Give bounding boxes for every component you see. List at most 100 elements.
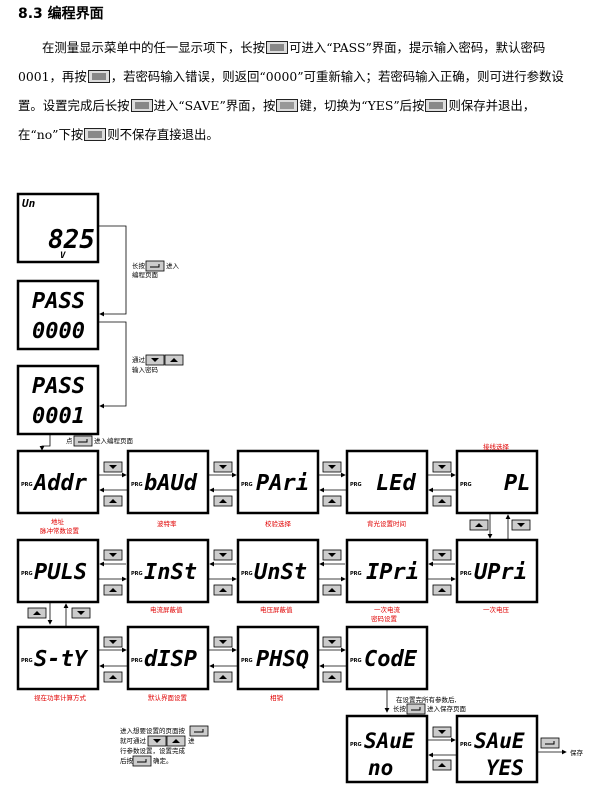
para-text-2: 可进入“PASS”界面，提示输入密码，默认密码 0001，再按 [18,40,546,84]
section-heading: 8.3 编程界面 [18,6,104,22]
down-key-icon [322,549,342,561]
svg-text:PRG: PRG [350,571,362,577]
note-save-out: 保存 [570,748,584,757]
down-key-icon [213,636,233,648]
up-key-icon [213,495,233,507]
screen-save2-bottom: YES [486,756,524,780]
para-text-5: 键，切换为“YES”后按 [299,98,425,113]
svg-text:PRG: PRG [21,482,33,488]
caption-unst: 电压屏蔽值 [260,605,293,614]
screen-pass1-bottom: 0000 [32,319,85,344]
down-key-icon [145,354,165,366]
down-key-icon [213,549,233,561]
svg-text:PRG: PRG [350,482,362,488]
screen-addr: PRG Addr [16,449,100,515]
svg-text:PRG: PRG [21,571,33,577]
up-key-icon [213,671,233,683]
caption-addr-1: 地址 [51,517,65,526]
up-key-icon [322,671,342,683]
enter-key-icon [84,128,107,141]
caption-phsq: 相销 [270,693,284,702]
screen-puls-text: PULS [34,560,87,585]
svg-text:PRG: PRG [131,658,143,664]
up-key-icon [432,584,452,596]
screen-pari: PRG PAri [236,449,320,515]
note-save-c: 进入保存页面 [427,704,467,713]
note-via-b: 输入密码 [132,365,159,374]
screen-led: PRG LEd [345,449,429,515]
arrow-key-icon [276,99,299,112]
screen-baud: PRG bAUd [126,449,210,515]
note-press-b: 进入编程页面 [94,436,134,445]
screen-inst-text: InSt [144,560,197,585]
screen-pl: PRG PL [455,449,539,515]
down-key-icon [103,636,123,648]
screen-ipri-text: IPri [366,560,419,585]
screen-pass-0000: PASS 0000 [16,279,100,351]
enter-key-icon [145,260,165,272]
enter-key-icon [130,99,153,112]
screen-inst: PRG InSt [126,538,210,604]
enter-key-icon [540,737,560,749]
screen-save-no: PRG SAuE no [345,714,429,784]
para-text-3: ，若密码输入错误，则返回“0000”可重新输入；若密码输入正确，则可进行参数设置… [18,69,564,113]
up-key-icon [469,519,489,531]
down-key-icon [432,726,452,738]
svg-text:PRG: PRG [131,482,143,488]
screen-unst-text: UnSt [254,560,307,585]
up-key-icon [103,671,123,683]
svg-text:PRG: PRG [241,571,253,577]
svg-text:PRG: PRG [460,571,472,577]
down-key-icon [432,549,452,561]
screen-code: PRG CodE [345,625,429,691]
para-text-7: 则不保存直接退出。 [107,127,219,142]
instruction-paragraph: 在测量显示菜单中的任一显示项下，长按可进入“PASS”界面，提示输入密码，默认密… [18,33,586,149]
screen-upri: PRG UPri [455,538,539,604]
up-key-icon [166,735,186,747]
screen-sty-text: S-tY [34,647,89,672]
enter-key-icon [132,755,152,767]
row2-arrows [98,561,456,582]
up-key-icon [103,584,123,596]
screen-disp-text: dISP [144,647,197,672]
screen-save1-bottom: no [368,756,393,780]
screen-phsq: PRG PHSQ [236,625,320,691]
caption-ipri-2: 密码设置 [371,614,398,623]
up-key-icon [432,495,452,507]
caption-addr-2: 脉冲常数设置 [40,526,80,535]
screen-pass2-bottom: 0001 [32,404,85,429]
note-bottom-f: 确定。 [153,756,173,765]
screen-un-unit: V [60,251,66,261]
note-bottom-d: 行参数设置，设置完成 [120,746,186,755]
caption-pari: 校验选择 [265,519,292,528]
note-bottom-a: 进入想要设置的页面按 [120,726,186,735]
up-key-icon [27,607,47,619]
screen-un: Un 825 V [16,192,100,264]
svg-text:PRG: PRG [460,482,472,488]
para-text-1: 在测量显示菜单中的任一显示项下，长按 [42,40,266,55]
screen-un-top: Un [22,197,36,210]
note-via-a: 通过 [132,355,146,364]
caption-upri: 一次电压 [483,605,510,614]
down-key-icon [511,519,531,531]
enter-key-icon [189,725,209,737]
row1-arrows [98,472,457,493]
screen-save-yes: PRG SAuE YES [455,714,539,784]
down-key-icon [432,461,452,473]
svg-text:PRG: PRG [131,571,143,577]
note-longpress-c: 编程页面 [132,270,159,279]
screen-ipri: PRG IPri [345,538,429,604]
screen-phsq-text: PHSQ [256,647,309,672]
screen-sty: PRG S-tY [16,625,100,691]
note-bottom-e: 后按 [120,756,134,765]
note-bottom-c: 进 [188,737,195,745]
enter-key-icon [425,99,448,112]
caption-inst: 电流屏蔽值 [150,605,183,614]
enter-key-icon [73,435,93,447]
screen-baud-text: bAUd [144,471,198,496]
save-arrows [427,737,567,758]
note-press-a: 点 [66,437,73,445]
svg-text:PRG: PRG [350,658,362,664]
down-key-icon [213,461,233,473]
